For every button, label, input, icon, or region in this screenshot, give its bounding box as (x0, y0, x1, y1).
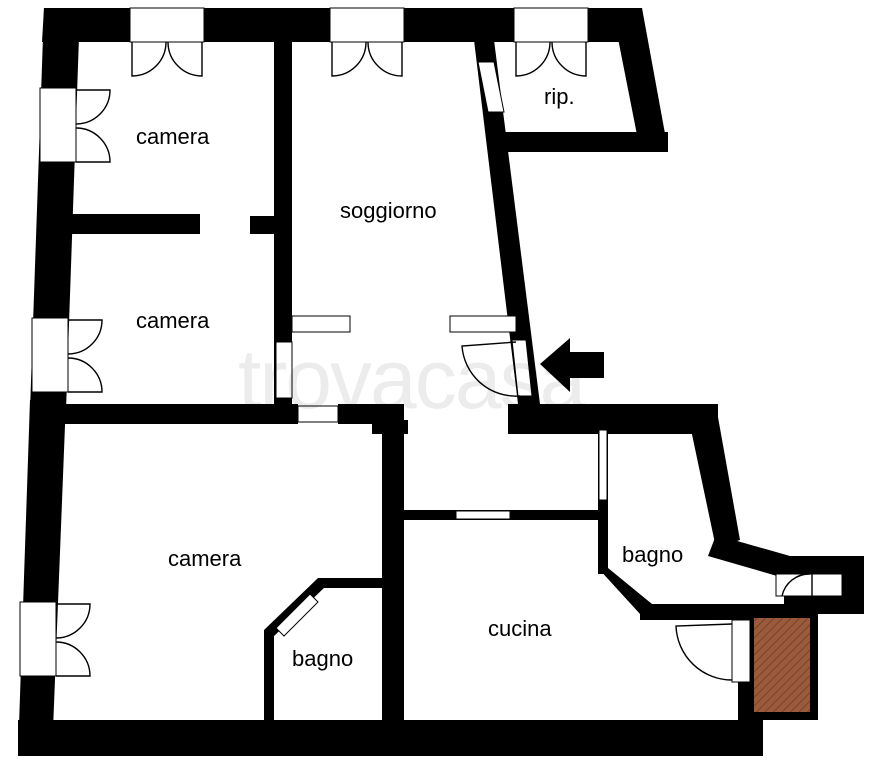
terrace (754, 618, 810, 712)
label-bagno-small: bagno (292, 646, 353, 671)
label-bagno-right: bagno (622, 542, 683, 567)
door-swings (55, 41, 813, 681)
label-camera-top: camera (136, 124, 210, 149)
entrance-arrow-icon (540, 338, 604, 392)
label-ripostiglio: rip. (544, 84, 575, 109)
watermark: trovacasa (238, 332, 586, 426)
label-cucina: cucina (488, 616, 552, 641)
windows (19, 7, 843, 683)
label-soggiorno: soggiorno (340, 198, 437, 223)
label-camera-bottom: camera (168, 546, 242, 571)
label-camera-middle: camera (136, 308, 210, 333)
